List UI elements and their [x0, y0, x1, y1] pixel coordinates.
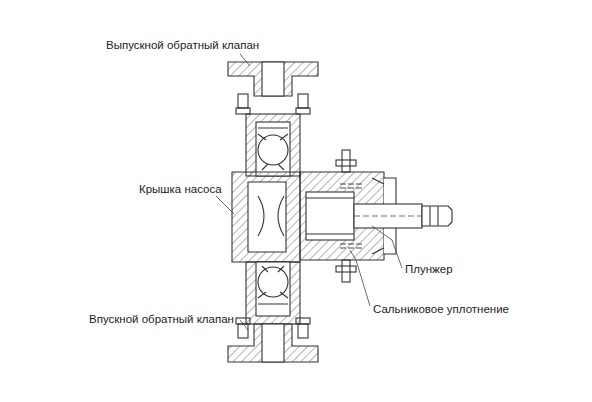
- packing-seal-label: Сальниковое уплотнение: [372, 302, 510, 316]
- plunger-label: Плунжер: [404, 262, 454, 276]
- outlet-valve-label: Выпускной обратный клапан: [105, 38, 260, 52]
- pump-cover-label: Крышка насоса: [138, 182, 223, 196]
- inlet-valve-label: Впускной обратный клапан: [88, 312, 235, 326]
